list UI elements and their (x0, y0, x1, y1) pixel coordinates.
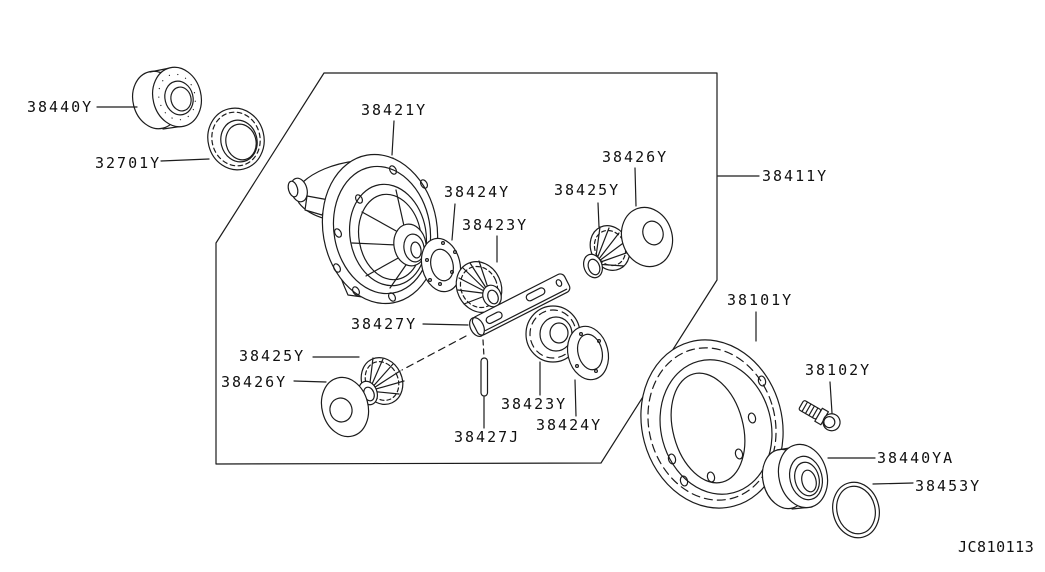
upper-washer-drawing (420, 237, 462, 293)
carrier-case-drawing (287, 153, 439, 305)
lower-washer-drawing (566, 325, 610, 381)
part-label-38424y-lower: 38424Y (536, 416, 603, 434)
bolt-drawing (798, 400, 841, 432)
part-label-38426y-upper: 38426Y (602, 148, 669, 166)
toothed-ring-drawing (207, 107, 265, 171)
adjust-shim-ring-drawing (832, 481, 880, 539)
part-label-38421y: 38421Y (361, 101, 428, 119)
lock-pin-drawing (401, 335, 489, 397)
leader-lines (96, 106, 914, 485)
assembly-boundary-outline (215, 72, 718, 465)
part-label-38423y-lower: 38423Y (501, 395, 568, 413)
part-label-38102y: 38102Y (805, 361, 872, 379)
part-label-38440ya: 38440YA (877, 449, 955, 467)
part-label-38424y-upper: 38424Y (444, 183, 511, 201)
part-label-38425y-lower: 38425Y (239, 347, 306, 365)
part-label-38440y: 38440Y (27, 98, 94, 116)
part-label-32701y: 32701Y (95, 154, 162, 172)
ring-gear-drawing (640, 339, 784, 509)
part-label-38426y-lower: 38426Y (221, 373, 288, 391)
part-label-38101y: 38101Y (727, 291, 794, 309)
upper-thrust-washer-drawing (620, 206, 674, 268)
part-label-38453y: 38453Y (915, 477, 982, 495)
part-label-38425y-upper: 38425Y (554, 181, 621, 199)
part-label-38411y: 38411Y (762, 167, 829, 185)
part-label-38423y-upper: 38423Y (462, 216, 529, 234)
lower-pinion-drawing (357, 357, 405, 406)
lower-thrust-washer-drawing (320, 376, 370, 438)
lower-right-bearing-drawing (761, 443, 829, 510)
upper-side-gear-drawing (455, 260, 503, 313)
upper-pinion-drawing (582, 225, 631, 279)
pinion-shaft-drawing (469, 273, 571, 337)
part-label-38427j: 38427J (454, 428, 521, 446)
part-label-38427y: 38427Y (351, 315, 418, 333)
lower-side-gear-drawing (525, 305, 581, 363)
doc-code: JC810113 (958, 538, 1035, 556)
top-left-bearing-drawing (132, 66, 202, 130)
